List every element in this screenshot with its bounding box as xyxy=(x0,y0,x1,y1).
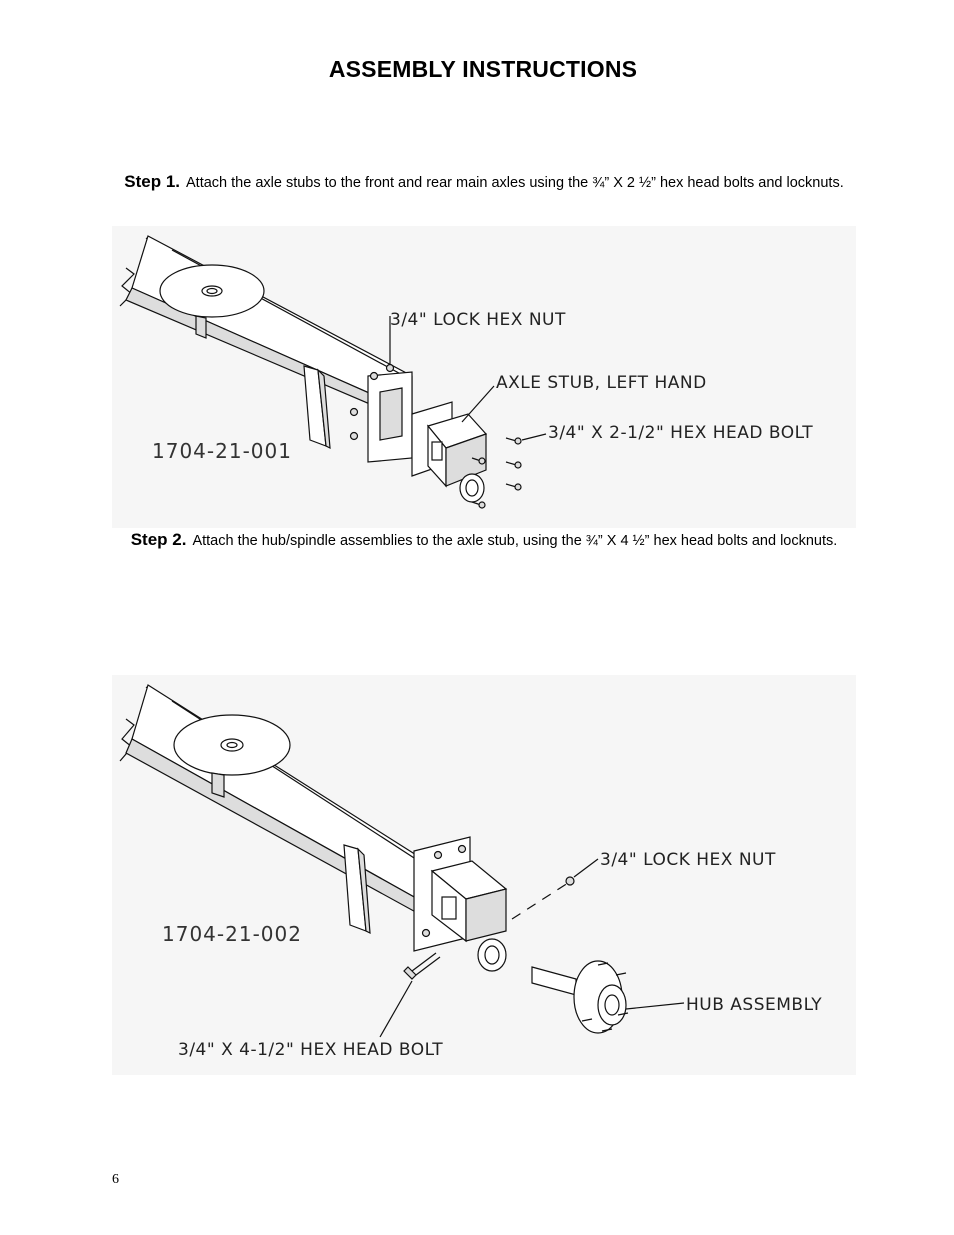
step-2-label: Step 2. xyxy=(130,530,187,549)
hub-spindle xyxy=(531,966,577,996)
step-1-text: Attach the axle stubs to the front and r… xyxy=(186,175,844,191)
axle-stub-eye xyxy=(459,473,485,503)
part-number: 1704-21-002 xyxy=(162,922,302,946)
lock-hex-nut xyxy=(565,876,575,886)
hub-cap xyxy=(597,984,627,1026)
mount-bolt xyxy=(433,850,443,860)
axle-stub-side xyxy=(465,888,507,942)
side-bracket-edge xyxy=(357,847,371,935)
lock-hex-nut xyxy=(369,371,379,381)
lock-hex-nut xyxy=(385,363,395,373)
callout-lock-hex-nut: 3/4" LOCK HEX NUT xyxy=(390,310,566,330)
hex-head-bolt xyxy=(415,956,441,976)
hub-cap-inner xyxy=(604,994,620,1016)
main-axle-beam xyxy=(131,684,433,909)
spindle-eye xyxy=(477,938,507,972)
turntable-hole xyxy=(201,285,223,297)
mount-bolt xyxy=(421,928,431,938)
callout-hex-head-bolt: 3/4" X 2-1/2" HEX HEAD BOLT xyxy=(548,423,813,443)
axle-stub-window xyxy=(431,441,443,461)
main-axle-beam-side xyxy=(125,738,433,923)
figure-hub-assembly: 3/4" LOCK HEX NUT HUB ASSEMBLY 3/4" X 4-… xyxy=(112,675,856,1075)
leader-line xyxy=(461,385,495,423)
mount-bolt xyxy=(457,844,467,854)
figure-axle-stub: 3/4" LOCK HEX NUT AXLE STUB, LEFT HAND 3… xyxy=(112,226,856,528)
turntable-hole xyxy=(220,738,244,752)
axle-stub-drawing: 3/4" LOCK HEX NUT AXLE STUB, LEFT HAND 3… xyxy=(119,235,813,509)
leader-line xyxy=(379,980,413,1038)
leader-line xyxy=(521,433,547,441)
turntable-hole-inner xyxy=(206,287,218,295)
part-number: 1704-21-001 xyxy=(152,439,292,463)
axle-stub-eye-hole xyxy=(465,479,479,497)
callout-hex-head-bolt: 3/4" X 4-1/2" HEX HEAD BOLT xyxy=(178,1040,443,1060)
hex-head-bolt-head xyxy=(403,966,417,980)
hub-studs xyxy=(581,962,629,1032)
lock-hex-nut xyxy=(349,407,359,417)
hub-assembly-drawing: 3/4" LOCK HEX NUT HUB ASSEMBLY 3/4" X 4-… xyxy=(119,684,822,1060)
side-bracket-edge xyxy=(317,368,331,450)
callout-axle-stub: AXLE STUB, LEFT HAND xyxy=(496,373,707,393)
axle-stub-window xyxy=(441,896,457,920)
spindle-eye-hole xyxy=(484,945,500,965)
axle-stub-side xyxy=(445,433,487,487)
step-2-text: Attach the hub/spindle assemblies to the… xyxy=(192,533,838,549)
hex-head-bolt xyxy=(411,952,437,972)
step-1: Step 1. Attach the axle stubs to the fron… xyxy=(110,172,858,193)
page-title: ASSEMBLY INSTRUCTIONS xyxy=(328,56,638,82)
lock-hex-nut xyxy=(349,431,359,441)
hex-head-bolts xyxy=(471,437,522,509)
turntable-hole-inner xyxy=(226,741,238,749)
page-number: 6 xyxy=(112,1172,119,1187)
step-2: Step 2. Attach the hub/spindle assemblies… xyxy=(110,530,858,551)
leader-line xyxy=(625,1002,685,1010)
beam-mount-opening xyxy=(379,387,403,441)
leader-line xyxy=(573,858,599,878)
plate-support xyxy=(211,772,225,798)
step-1-label: Step 1. xyxy=(124,172,181,191)
callout-lock-hex-nut: 3/4" LOCK HEX NUT xyxy=(600,850,776,870)
callout-hub-assembly: HUB ASSEMBLY xyxy=(686,995,822,1015)
plate-support xyxy=(195,315,207,339)
assembly-path xyxy=(511,882,569,920)
